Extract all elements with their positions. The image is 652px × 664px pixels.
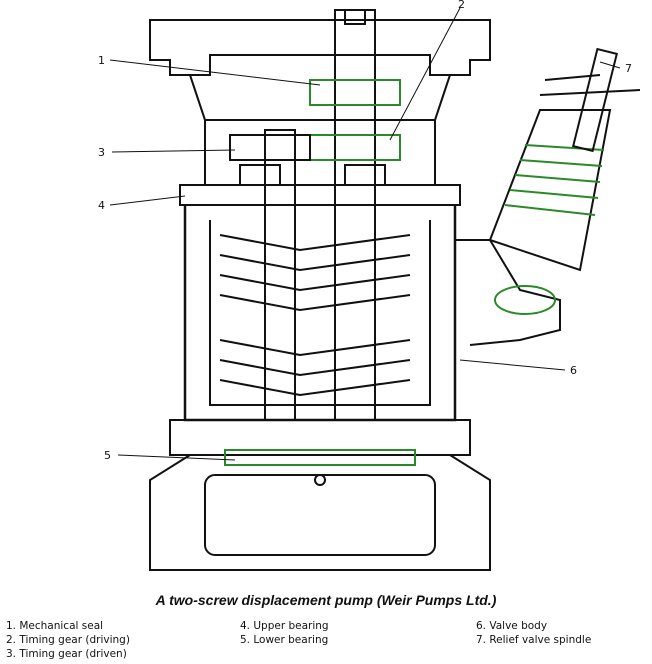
callout-2-leader <box>389 7 461 141</box>
valve-disc <box>494 285 556 315</box>
discharge-passage <box>455 239 561 346</box>
callout-1-leader <box>109 59 321 86</box>
shaft-key <box>344 9 366 25</box>
callout-6: 6 <box>570 364 577 377</box>
callout-3: 3 <box>98 146 105 159</box>
upper-bearing-left <box>239 164 281 186</box>
inner-casing <box>209 220 431 406</box>
legend-item-5: 5. Lower bearing <box>240 634 329 646</box>
valve-handle <box>539 74 641 96</box>
legend-item-1: 1. Mechanical seal <box>6 620 104 632</box>
callout-1: 1 <box>98 54 105 67</box>
callout-7-leader <box>599 61 621 69</box>
legend-item-4: 4. Upper bearing <box>240 620 329 632</box>
callout-6-leader <box>459 359 566 371</box>
callout-4: 4 <box>98 199 105 212</box>
upper-bearing-right <box>344 164 386 186</box>
lantern-bracket <box>189 74 451 121</box>
top-flange <box>149 19 491 76</box>
callout-7: 7 <box>625 62 632 75</box>
legend-item-3: 3. Timing gear (driven) <box>6 648 127 660</box>
callout-4-leader <box>109 195 186 206</box>
timing-gear-driven <box>229 134 311 161</box>
bearing-flange <box>179 184 461 206</box>
valve-spring <box>504 144 605 216</box>
upper-screws <box>219 234 411 312</box>
lower-bearing <box>224 449 416 466</box>
callout-5-leader <box>117 454 236 461</box>
valve-body <box>488 109 612 272</box>
callout-5: 5 <box>104 449 111 462</box>
base-window <box>204 474 436 556</box>
mechanical-seal <box>309 79 401 106</box>
driven-shaft <box>264 129 296 421</box>
callout-2: 2 <box>458 0 465 11</box>
figure-caption: A two-screw displacement pump (Weir Pump… <box>155 592 497 608</box>
timing-gear-driving <box>309 134 401 161</box>
legend-item-2: 2. Timing gear (driving) <box>6 634 130 646</box>
callout-3-leader <box>111 149 236 153</box>
drain-plug <box>314 474 326 486</box>
legend-item-7: 7. Relief valve spindle <box>476 634 592 646</box>
base-pedestal <box>149 454 491 571</box>
legend-item-6: 6. Valve body <box>476 620 548 632</box>
pump-cross-section-drawing: 1 2 3 4 5 6 7 <box>98 0 641 571</box>
lower-screws <box>219 339 411 397</box>
drive-shaft <box>334 9 376 421</box>
relief-valve-spindle <box>571 47 619 153</box>
main-casing <box>183 205 457 422</box>
